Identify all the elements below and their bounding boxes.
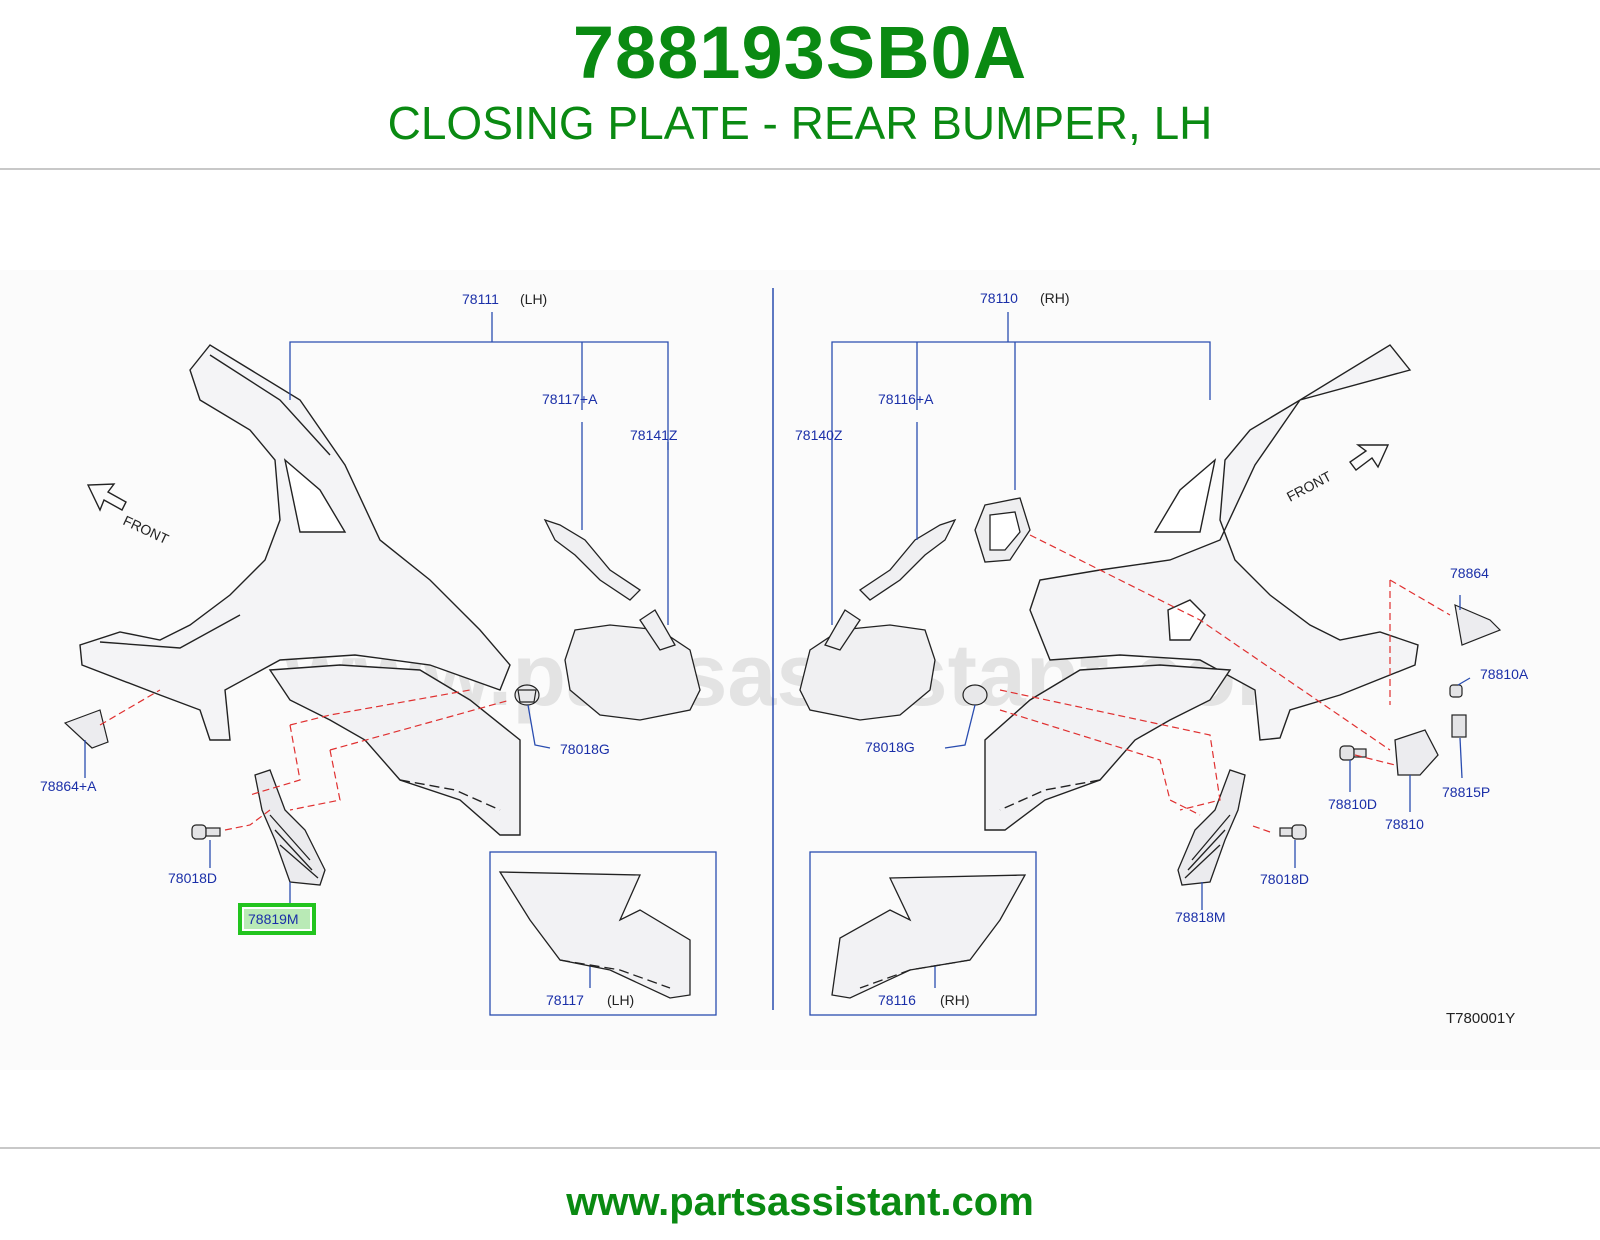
header-divider bbox=[0, 168, 1600, 170]
left-inset-panel bbox=[498, 871, 691, 999]
label-78117[interactable]: 78117 bbox=[546, 992, 584, 1008]
right-assembly-lines bbox=[999, 534, 1451, 833]
right-leader-lines bbox=[831, 312, 1471, 988]
label-78818m[interactable]: 78818M bbox=[1175, 909, 1226, 925]
right-bumper-seal-78864 bbox=[1454, 604, 1502, 646]
footer-divider bbox=[0, 1147, 1600, 1149]
label-78117-side: (LH) bbox=[607, 992, 634, 1008]
highlighted-part-78819m[interactable]: 78819M bbox=[238, 903, 316, 935]
part-number: 788193SB0A bbox=[572, 11, 1028, 94]
left-leader-lines bbox=[84, 312, 669, 988]
label-78018g-right[interactable]: 78018G bbox=[865, 739, 915, 755]
label-78815p[interactable]: 78815P bbox=[1442, 784, 1490, 800]
label-78116a[interactable]: 78116+A bbox=[878, 391, 934, 407]
label-78110[interactable]: 78110 bbox=[980, 290, 1018, 306]
right-detail-inset bbox=[809, 851, 1037, 1016]
right-bolt-78018d bbox=[1279, 824, 1307, 840]
left-quarter-panel bbox=[79, 344, 511, 741]
label-78018g-left[interactable]: 78018G bbox=[560, 741, 610, 757]
label-78810a[interactable]: 78810A bbox=[1480, 666, 1529, 682]
label-78819m[interactable]: 78819M bbox=[248, 911, 299, 927]
right-inset-panel bbox=[831, 874, 1027, 999]
front-arrow-left-icon bbox=[86, 483, 127, 512]
label-78018d-right[interactable]: 78018D bbox=[1260, 871, 1309, 887]
right-closing-plate-78818m bbox=[1177, 769, 1246, 886]
label-78810[interactable]: 78810 bbox=[1385, 816, 1424, 832]
parts-diagram: www.partsassistant.com bbox=[0, 270, 1600, 1070]
label-78116-side: (RH) bbox=[940, 992, 970, 1008]
fuel-lid-78810 bbox=[1394, 729, 1439, 776]
right-tail-lamp-housing bbox=[799, 518, 957, 721]
right-clip-78018g bbox=[962, 684, 988, 706]
label-78864a[interactable]: 78864+A bbox=[40, 778, 97, 794]
screw-78810a bbox=[1449, 684, 1463, 698]
highlight-fill bbox=[244, 909, 310, 929]
left-assembly-lines bbox=[99, 689, 511, 831]
label-78111[interactable]: 78111 bbox=[462, 291, 499, 307]
fuel-lid-spring-78815p bbox=[1451, 714, 1467, 738]
label-78116[interactable]: 78116 bbox=[878, 992, 916, 1008]
front-arrow-right-icon bbox=[1349, 444, 1390, 471]
label-78111-side: (LH) bbox=[520, 291, 547, 307]
diagram-code: T780001Y bbox=[1446, 1010, 1515, 1027]
label-78864[interactable]: 78864 bbox=[1450, 565, 1489, 581]
left-inner-panel bbox=[268, 664, 521, 836]
label-78141z[interactable]: 78141Z bbox=[630, 427, 678, 443]
left-tail-lamp-housing bbox=[543, 518, 701, 721]
left-detail-inset bbox=[489, 851, 717, 1016]
footer-url[interactable]: www.partsassistant.com bbox=[566, 1180, 1034, 1224]
left-closing-plate-78819m bbox=[254, 769, 326, 886]
left-clip-78018g bbox=[514, 684, 540, 706]
page-header: 788193SB0A CLOSING PLATE - REAR BUMPER, … bbox=[0, 0, 1600, 170]
label-78110-side: (RH) bbox=[1040, 290, 1070, 306]
right-fuel-lid-housing bbox=[974, 497, 1031, 563]
bumper-78810d bbox=[1339, 745, 1367, 761]
right-quarter-panel bbox=[1029, 344, 1419, 741]
left-bolt-78018d bbox=[191, 824, 221, 840]
part-title: CLOSING PLATE - REAR BUMPER, LH bbox=[387, 97, 1213, 149]
right-inner-panel bbox=[984, 664, 1232, 831]
label-78117a[interactable]: 78117+A bbox=[542, 391, 598, 407]
left-bumper-seal-78864a bbox=[63, 709, 109, 749]
label-78810d[interactable]: 78810D bbox=[1328, 796, 1377, 812]
label-78018d-left[interactable]: 78018D bbox=[168, 870, 217, 886]
label-78140z[interactable]: 78140Z bbox=[795, 427, 843, 443]
